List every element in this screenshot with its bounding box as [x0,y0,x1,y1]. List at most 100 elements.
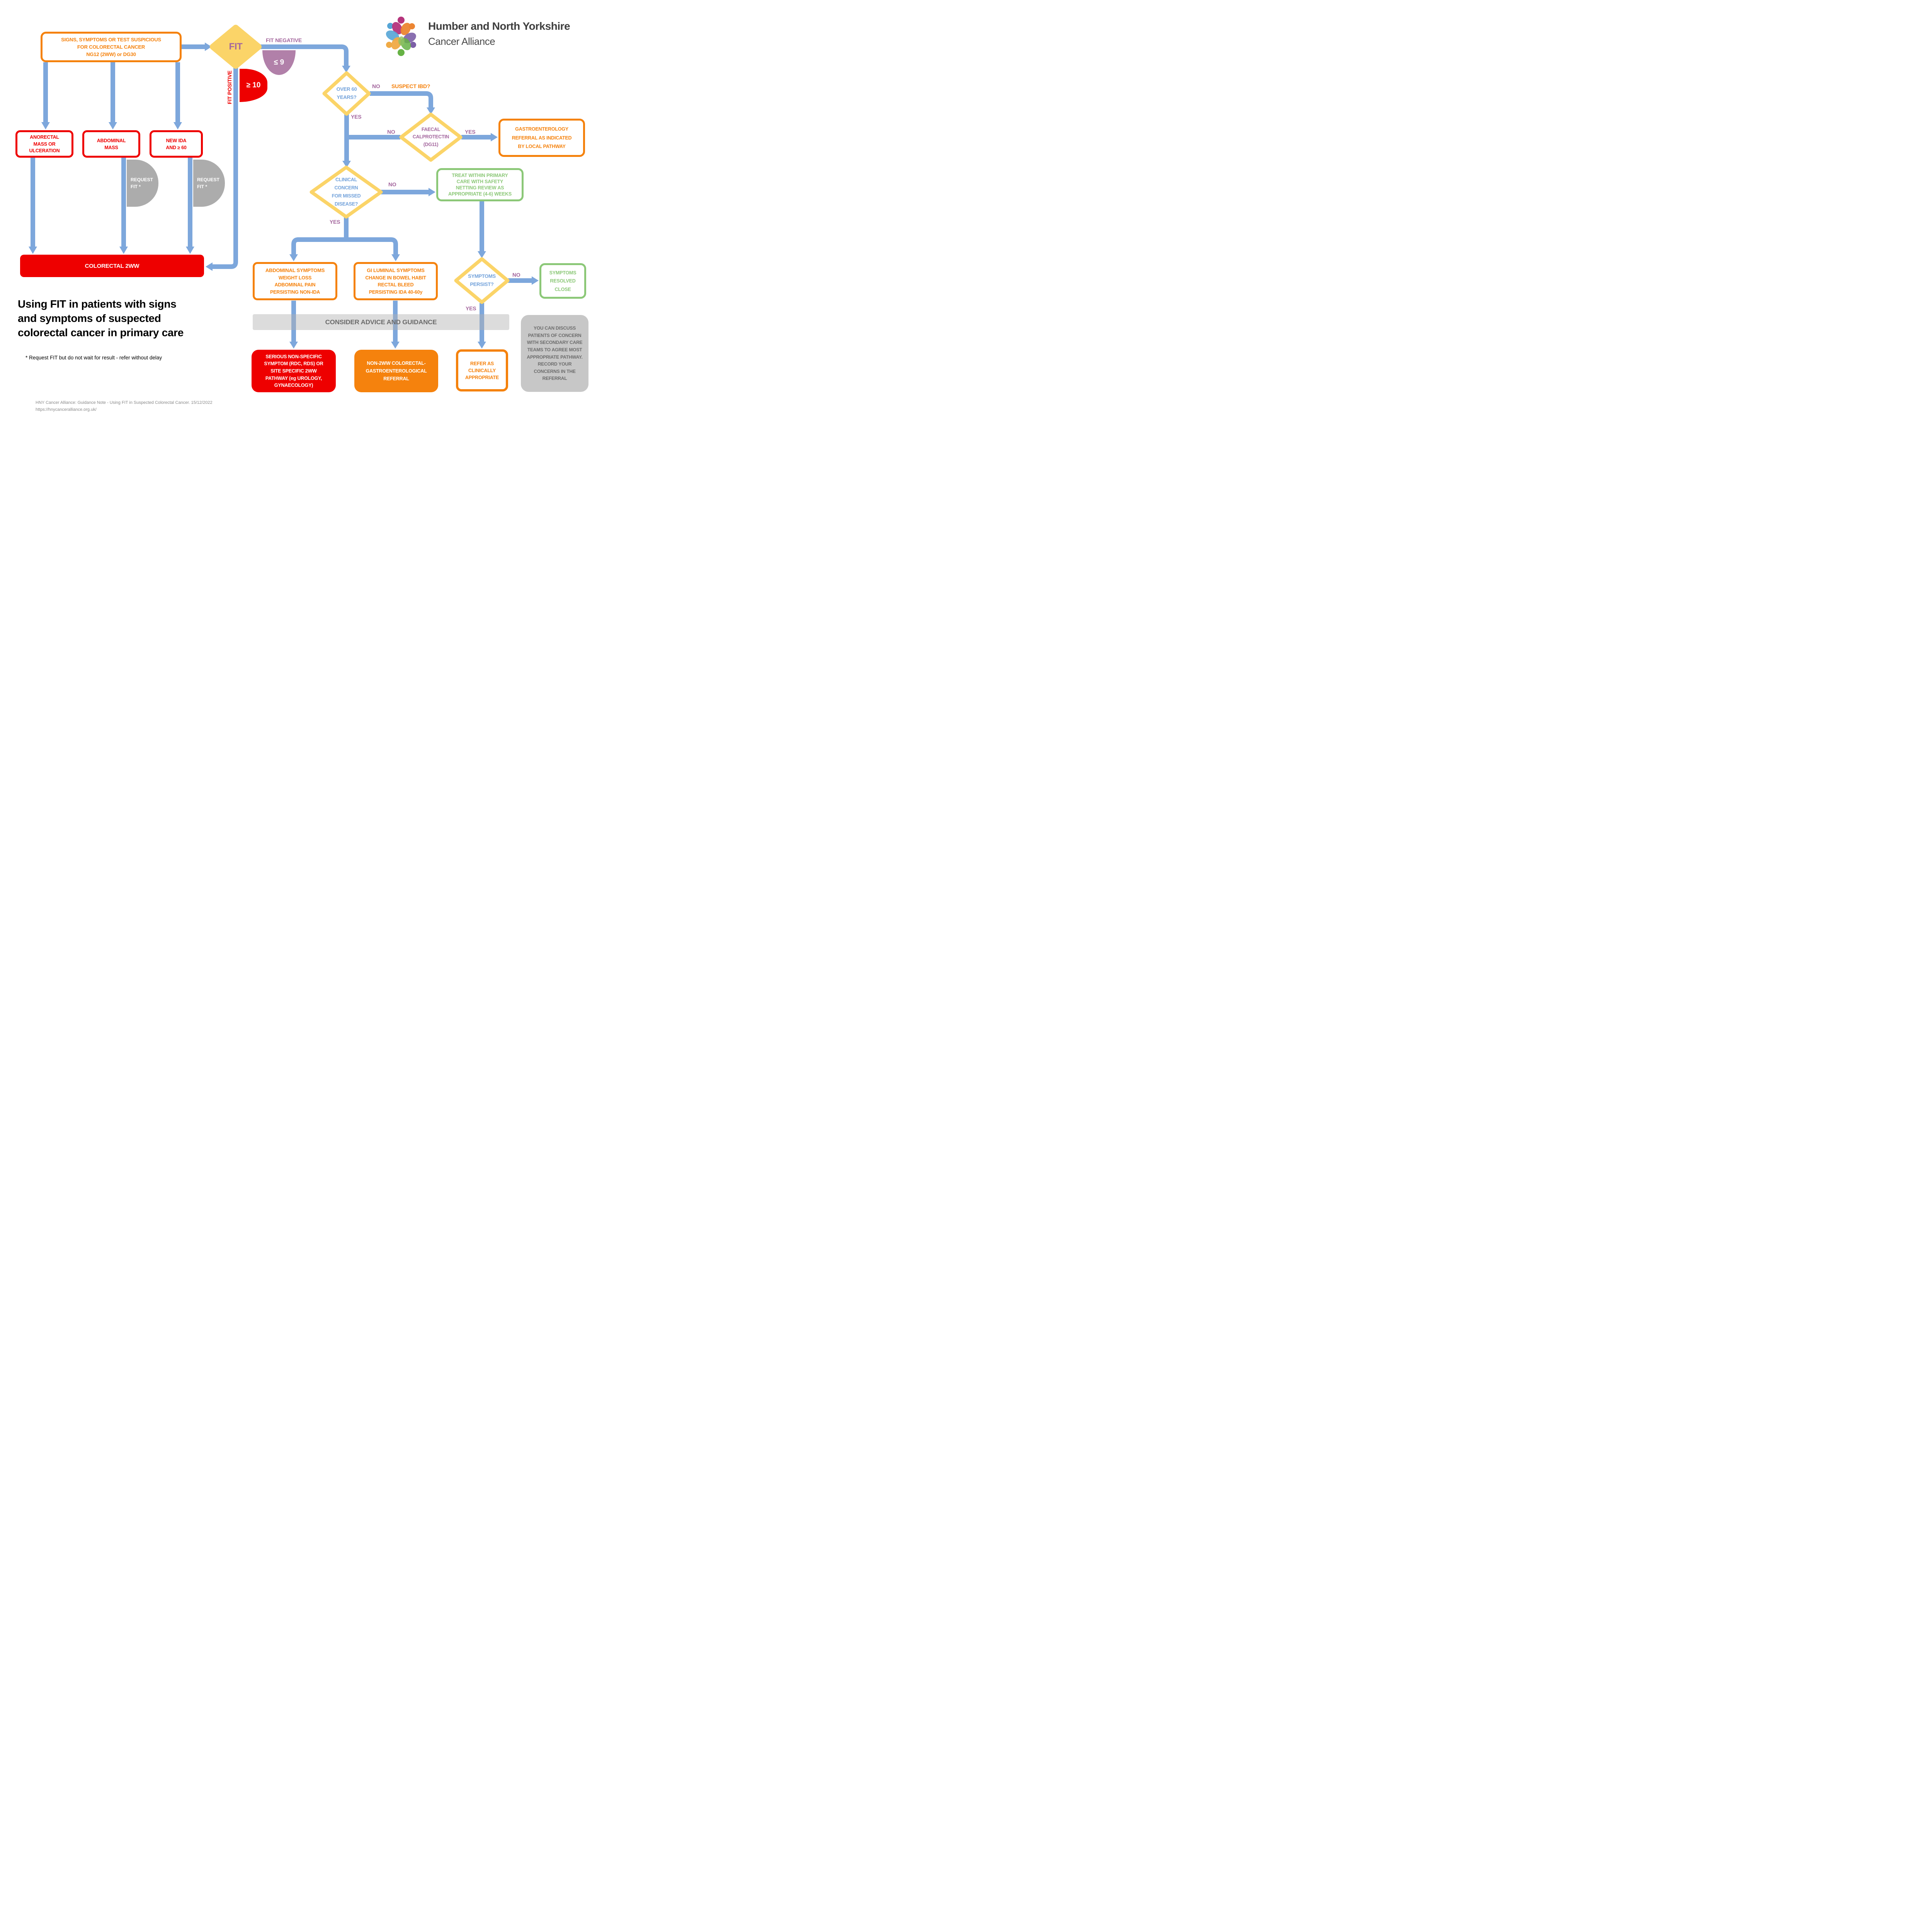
discuss-note-text: YOU CAN DISCUSS PATIENTS OF CONCERN WITH… [527,325,583,381]
over60-yes-label: YES [351,114,362,120]
new-ida-line: NEW IDA [166,138,187,143]
serious-nonspecific-box: SERIOUS NON-SPECIFIC SYMPTOM (RDC, RDS) … [252,350,336,392]
signs-line: FOR COLORECTAL CANCER [77,44,145,50]
refer-line: REFER AS [470,361,494,366]
new-ida-box: NEW IDA AND ≥ 60 [150,130,203,158]
advice-guidance-banner: CONSIDER ADVICE AND GUIDANCE [253,314,509,330]
persist-diamond [454,257,510,304]
over60-no-label: NO [372,83,380,89]
persist-line: PERSIST? [470,281,494,287]
signs-box: SIGNS, SYMPTOMS OR TEST SUSPICIOUS FOR C… [41,32,182,62]
gi-sym-line: CHANGE IN BOWEL HABIT [365,275,426,281]
hny-logo-icon [386,17,416,56]
gi-sym-line: GI LUMINAL SYMPTOMS [367,267,425,274]
abdominal-line: ABDOMINAL [97,138,126,143]
gi-sym-line: RECTAL BLEED [378,282,414,288]
persist-line: SYMPTOMS [468,273,496,279]
clinical-diamond [310,165,383,219]
faecal-diamond [399,112,463,162]
treat-primary-care-box: TREAT WITHIN PRIMARY CARE WITH SAFETY NE… [436,168,524,201]
anorectal-line: MASS OR [33,141,56,147]
over60-label: OVER 60 YEARS? [323,83,370,104]
title-line: Using FIT in patients with signs [18,298,177,310]
anorectal-line: ANORECTAL [30,134,59,140]
resolved-line: RESOLVED [550,278,576,284]
footnote: * Request FIT but do not wait for result… [26,355,162,361]
treat-line: NETTING REVIEW AS [456,185,504,191]
serious-line: SERIOUS NON-SPECIFIC [265,354,322,359]
faecal-line: (DG11) [423,141,439,147]
signs-line: NG12 (2WW) or DG30 [86,51,136,57]
serious-line: GYNAECOLOGY) [274,383,313,388]
anorectal-line: ULCERATION [29,148,60,153]
abdo-sym-line: ABDOMINAL SYMPTOMS [265,267,325,274]
clinical-no-label: NO [388,181,396,187]
banner-text: CONSIDER ADVICE AND GUIDANCE [325,318,437,326]
persist-label: SYMPTOMS PERSIST? [457,270,507,291]
refer-line: APPROPRIATE [465,374,499,380]
resolved-line: SYMPTOMS [549,270,577,276]
gi-sym-line: PERSISTING IDA 40-60y [369,289,423,295]
clinical-line: CONCERN [334,185,358,191]
abdominal-mass-box: ABDOMINAL MASS [82,130,140,158]
title-line: and symptoms of suspected [18,312,161,325]
over60-line: YEARS? [337,94,357,100]
request-fit-line: REQUEST [131,177,153,182]
clinical-label: CLINICAL CONCERN FOR MISSED DISEASE? [319,175,373,209]
persist-yes-label: YES [466,305,476,311]
resolved-line: CLOSE [554,286,571,292]
treat-line: CARE WITH SAFETY [456,179,503,184]
anorectal-box: ANORECTAL MASS OR ULCERATION [15,130,73,158]
new-ida-line: AND ≥ 60 [166,145,187,150]
connector-layer [29,25,539,349]
fit-positive-label: FIT POSITIVE [226,70,233,104]
clinical-line: CLINICAL [335,177,357,182]
clinical-line: FOR MISSED [332,193,361,199]
request-fit-line: REQUEST [197,177,220,182]
request-fit-line: FIT * [197,184,207,189]
fit-label: FIT [216,38,255,56]
discuss-note-box: YOU CAN DISCUSS PATIENTS OF CONCERN WITH… [521,315,588,392]
persist-no-label: NO [512,272,520,278]
treat-line: TREAT WITHIN PRIMARY [452,173,508,178]
org-name: Humber and North Yorkshire [428,20,570,32]
treat-line: APPROPRIATE (4-6) WEEKS [448,191,512,197]
arrow-over60-no [370,91,433,107]
arrow-fit-negative [260,44,349,66]
faecal-line: CALPROTECTIN [412,134,449,140]
gastro-line: BY LOCAL PATHWAY [518,144,566,150]
faecal-label: FAECAL CALPROTECTIN (DG11) [404,126,458,149]
flowchart-canvas: Humber and North Yorkshire Cancer Allian… [0,0,603,427]
abdo-sym-line: PERSISTING NON-IDA [270,289,320,295]
page-title: Using FIT in patients with signs and sym… [18,297,184,340]
refer-line: CLINICALLY [468,368,496,373]
serious-line: SITE SPECIFIC 2WW [270,368,317,374]
abdominal-line: MASS [104,145,118,150]
symptoms-resolved-box: SYMPTOMS RESOLVED CLOSE [539,263,586,299]
footer-source: HNY Cancer Alliance: Guidance Note - Usi… [36,400,213,405]
over60-line: OVER 60 [336,86,357,92]
gi-luminal-symptoms-box: GI LUMINAL SYMPTOMS CHANGE IN BOWEL HABI… [354,262,438,300]
request-fit-line: FIT * [131,184,141,189]
gastro-referral-box: GASTROENTEROLOGY REFERRAL AS INDICATED B… [498,119,585,157]
serious-line: PATHWAY (eg UROLOGY, [265,375,322,381]
over60-diamond [322,71,371,116]
fit-text: FIT [229,41,243,52]
non2ww-line: NON-2WW COLORECTAL- [367,361,426,366]
abdo-sym-line: WEIGHT LOSS [278,275,312,281]
colorectal-2ww-box: COLORECTAL 2WW [20,255,204,277]
faecal-line: FAECAL [421,126,440,132]
clinical-yes-label: YES [330,219,340,225]
clinical-line: DISEASE? [334,201,358,207]
non2ww-line: GASTROENTEROLOGICAL [366,368,427,374]
le9-text: ≤ 9 [274,58,284,66]
arrow-fit-positive [213,66,238,269]
fit-negative-label: FIT NEGATIVE [266,37,302,43]
gastro-line: REFERRAL AS INDICATED [512,135,572,141]
colorectal-2ww-text: COLORECTAL 2WW [85,262,139,269]
serious-line: SYMPTOM (RDC, RDS) OR [264,361,323,367]
title-line: colorectal cancer in primary care [18,327,184,339]
abdo-sym-line: ADBOMINAL PAIN [274,282,316,288]
fit-diamond [210,25,262,69]
arrow-clinical-yes-split [291,216,398,254]
